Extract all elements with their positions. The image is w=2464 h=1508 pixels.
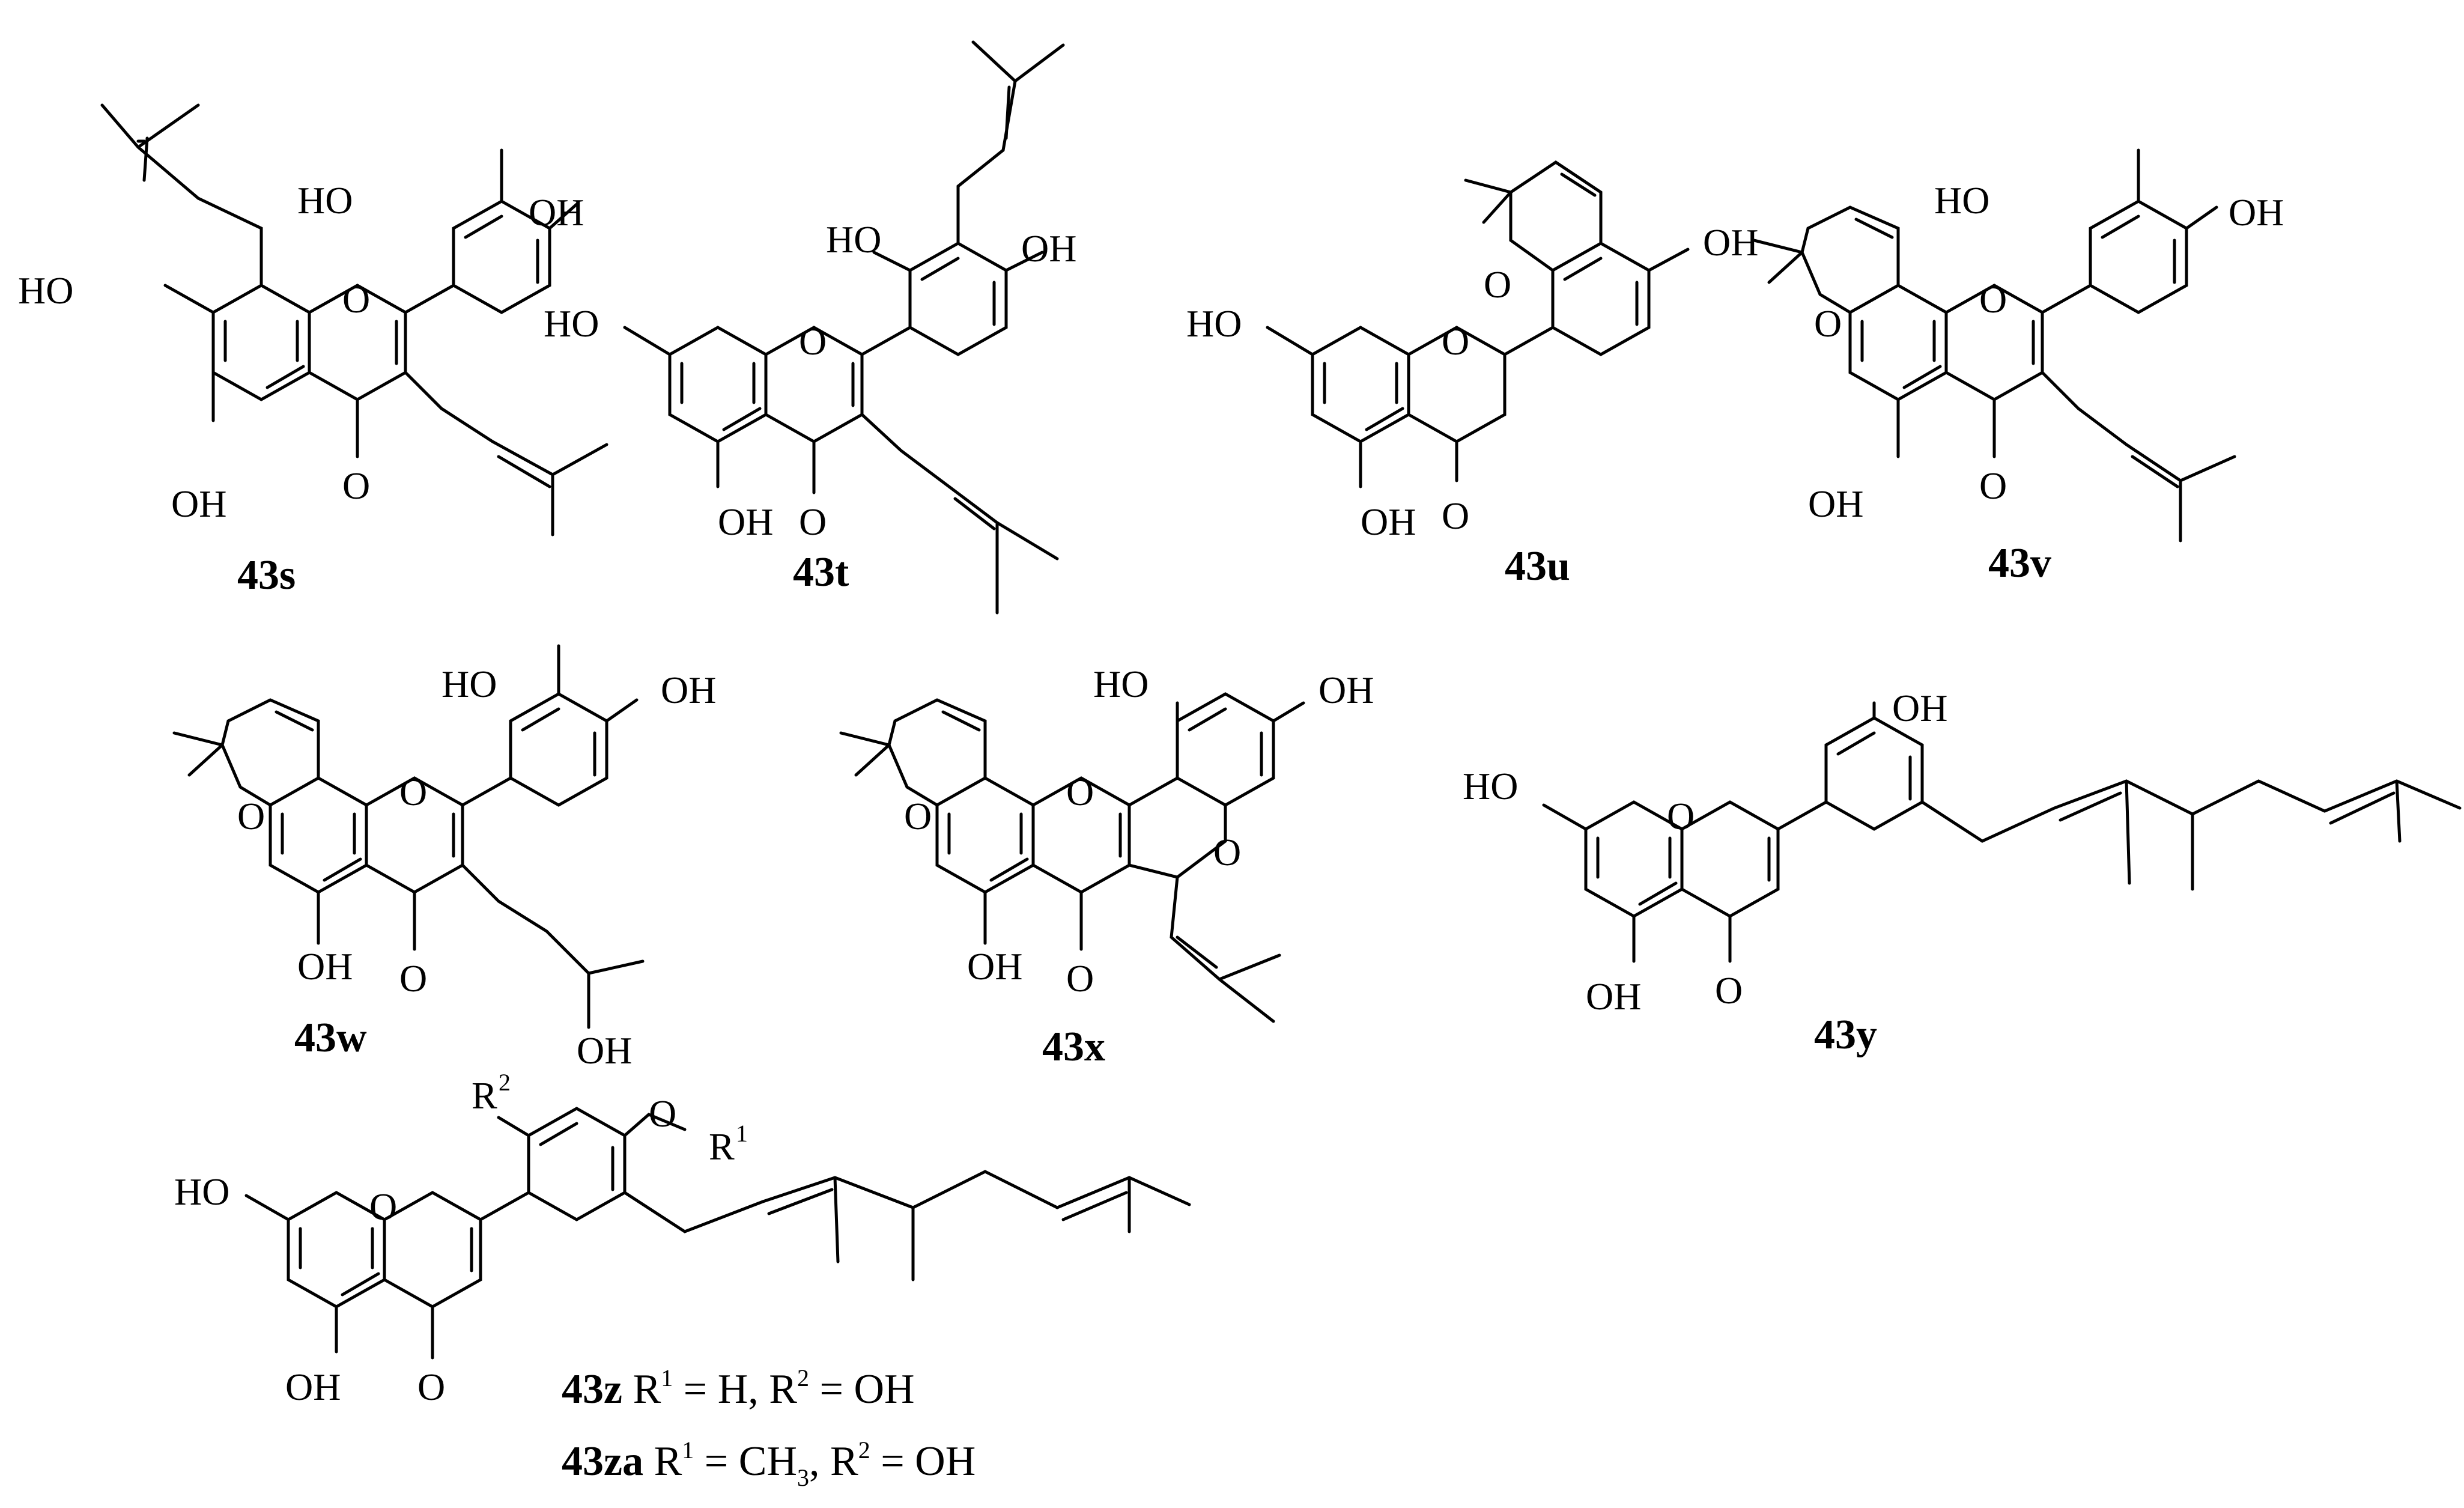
- hydroxyl-label: OH: [171, 482, 226, 525]
- structure-43u: O O O HO OH OH 43u: [1186, 160, 1758, 589]
- pyran-oxygen-label: O: [1814, 302, 1842, 345]
- caption-43za: 43za R1 = CH3, R2 = OH: [562, 1437, 976, 1491]
- r2-label: R: [472, 1074, 497, 1117]
- structure-43t: O O HO OH HO OH 43t: [544, 40, 1076, 615]
- compound-label-43u: 43u: [1505, 543, 1570, 589]
- ring-oxygen-label: O: [1213, 831, 1241, 874]
- carbonyl-oxygen-label: O: [399, 957, 427, 1000]
- carbonyl-oxygen-label: O: [417, 1366, 445, 1408]
- ring-oxygen-label: O: [1667, 795, 1695, 838]
- r1-label: R: [709, 1125, 735, 1168]
- compound-label-43z: 43z: [562, 1366, 622, 1412]
- ring-oxygen-label: O: [1442, 320, 1469, 363]
- pyran-oxygen-label: O: [1484, 263, 1511, 306]
- svg-text:43za R1 = CH3, R2 = OH: 43za R1 = CH3, R2 = OH: [562, 1437, 976, 1491]
- ring-oxygen-label: O: [1066, 771, 1094, 813]
- hydroxyl-label: OH: [529, 191, 584, 234]
- carbonyl-oxygen-label: O: [1979, 464, 2007, 507]
- hydroxyl-label: HO: [1093, 663, 1149, 705]
- hydroxyl-label: OH: [1703, 221, 1758, 264]
- pyran-oxygen-label: O: [237, 795, 265, 838]
- compound-label-43za: 43za: [562, 1438, 643, 1485]
- ring-oxygen-label: O: [369, 1185, 397, 1228]
- structure-43v: O O O OH HO OH 43v: [1752, 148, 2284, 586]
- carbonyl-oxygen-label: O: [342, 464, 370, 507]
- hydroxyl-label: HO: [544, 302, 599, 345]
- pyran-oxygen-label: O: [904, 795, 932, 838]
- carbonyl-oxygen-label: O: [1715, 969, 1743, 1012]
- ring-oxygen-label: O: [399, 771, 427, 813]
- compound-label-43w: 43w: [294, 1015, 367, 1061]
- structure-43x: O O O O OH HO OH 43x: [839, 663, 1374, 1070]
- ring-oxygen-label: O: [1979, 278, 2007, 321]
- compound-label-43s: 43s: [237, 552, 296, 598]
- hydroxyl-label: OH: [285, 1366, 341, 1408]
- hydroxyl-label: OH: [1318, 669, 1374, 711]
- ring-oxygen-label: O: [342, 278, 370, 321]
- hydroxyl-label: HO: [1934, 179, 1989, 222]
- carbonyl-oxygen-label: O: [799, 500, 827, 543]
- carbonyl-oxygen-label: O: [1066, 957, 1094, 1000]
- r1-superscript: 1: [736, 1120, 748, 1147]
- structure-43w: O O O OH HO OH OH 43w: [172, 644, 716, 1072]
- hydroxyl-label: OH: [661, 669, 716, 711]
- hydroxyl-label: OH: [1808, 482, 1863, 525]
- compound-label-43x: 43x: [1042, 1024, 1105, 1070]
- r2-superscript: 2: [499, 1069, 511, 1096]
- hydroxyl-label: HO: [826, 218, 881, 261]
- compound-label-43t: 43t: [793, 549, 849, 595]
- compound-label-43y: 43y: [1814, 1012, 1877, 1058]
- hydroxyl-label: OH: [1892, 687, 1947, 729]
- hydroxyl-label: OH: [577, 1029, 632, 1072]
- structure-43y: O O HO OH OH 43y: [1463, 687, 2462, 1058]
- hydroxyl-label: OH: [1586, 975, 1641, 1018]
- ring-oxygen-label: O: [799, 320, 827, 363]
- structure-43s: O O HO OH HO OH 43s: [18, 103, 608, 598]
- caption-43z: 43z R1 = H, R2 = OH: [562, 1364, 915, 1412]
- hydroxyl-label: OH: [2229, 191, 2284, 234]
- structure-43z: R 2 O R 1 O O HO OH 43z R1 = H, R2 = OH …: [174, 1069, 1191, 1491]
- svg-text:43z R1 = H, R2 = OH: 43z R1 = H, R2 = OH: [562, 1364, 915, 1412]
- hydroxyl-label: OH: [967, 945, 1022, 988]
- hydroxyl-label: OH: [1361, 500, 1416, 543]
- hydroxyl-label: HO: [174, 1170, 229, 1213]
- hydroxyl-label: HO: [297, 179, 353, 222]
- hydroxyl-label: HO: [1463, 765, 1518, 807]
- hydroxyl-label: OH: [297, 945, 353, 988]
- compound-label-43v: 43v: [1988, 540, 2051, 586]
- hydroxyl-label: OH: [1021, 227, 1076, 270]
- hydroxyl-label: OH: [718, 500, 773, 543]
- ether-oxygen-label: O: [649, 1092, 676, 1135]
- hydroxyl-label: HO: [18, 269, 73, 312]
- hydroxyl-label: HO: [1186, 302, 1242, 345]
- carbonyl-oxygen-label: O: [1442, 494, 1469, 537]
- hydroxyl-label: HO: [442, 663, 497, 705]
